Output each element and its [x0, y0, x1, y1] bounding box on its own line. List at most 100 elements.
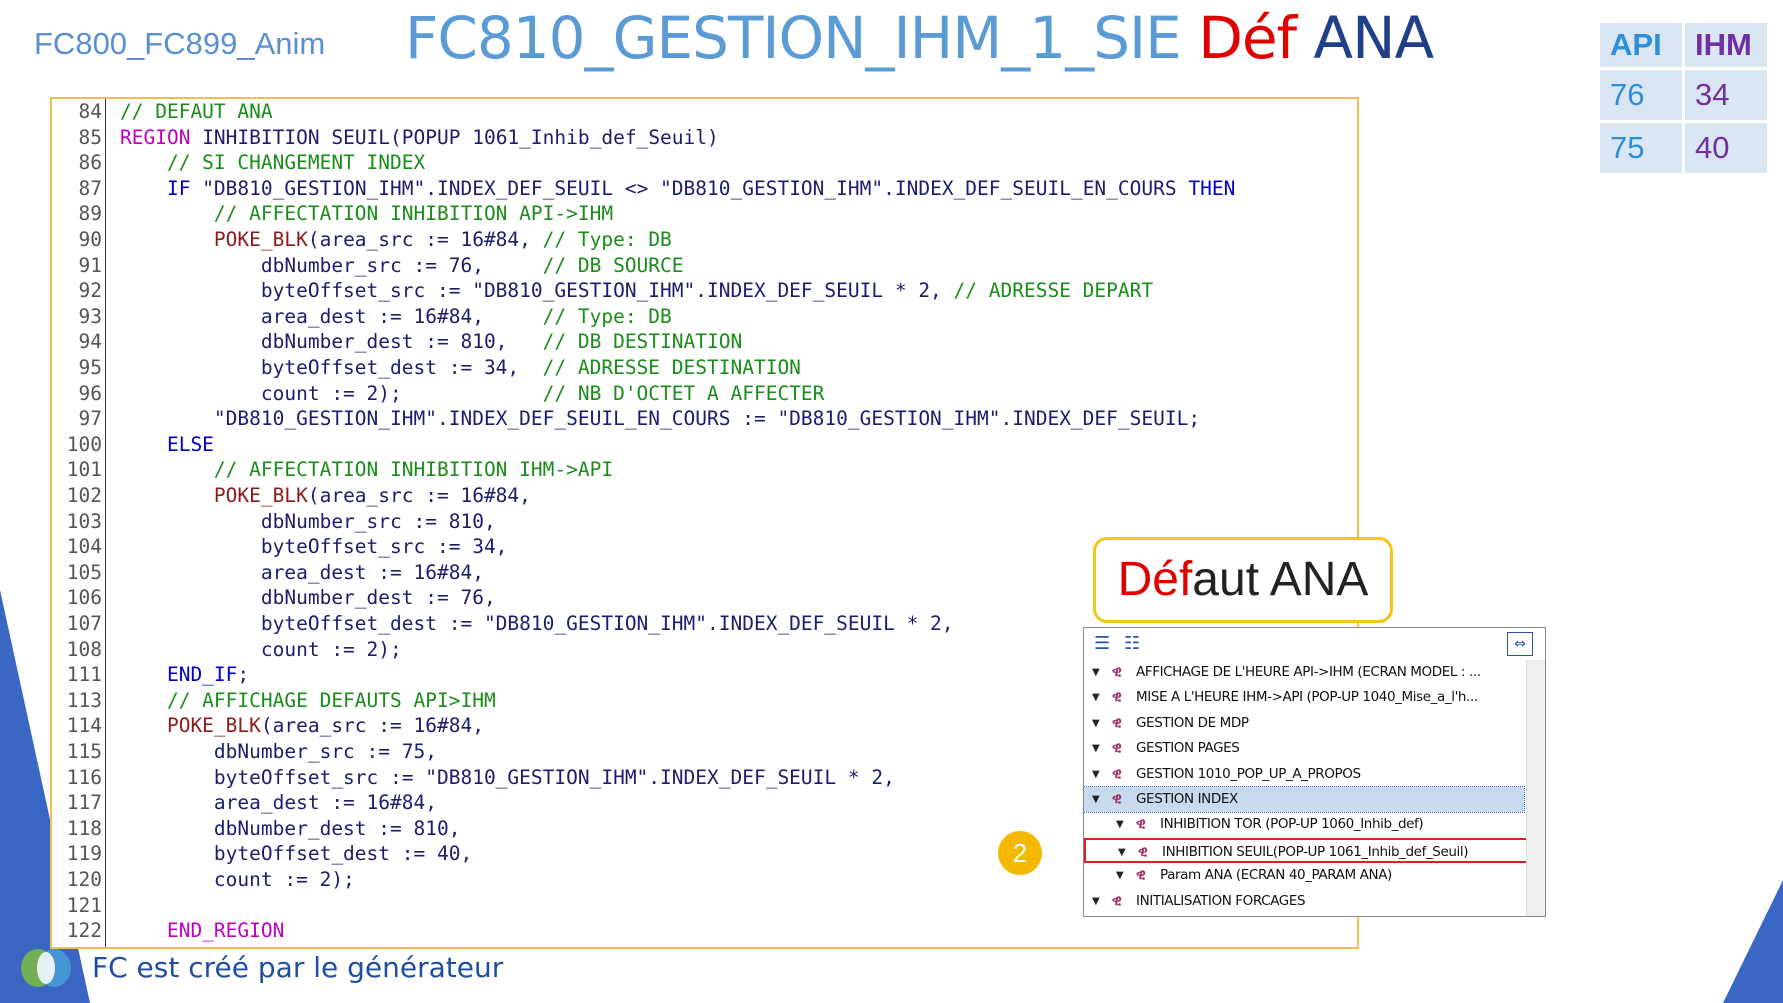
ihm-value: 34 — [1685, 70, 1767, 120]
api-ihm-table-header: API IHM — [1600, 23, 1767, 67]
code-text: POKE_BLK(area_src := 16#84, — [120, 483, 531, 509]
expand-arrow-icon[interactable]: ▼ — [1118, 846, 1126, 858]
code-token: dbNumber_dest := 76, — [120, 586, 496, 610]
api-value: 76 — [1600, 70, 1682, 120]
collapse-all-icon[interactable]: ☷ — [1124, 633, 1141, 654]
code-text: area_dest := 16#84, — [120, 560, 484, 586]
api-header: API — [1600, 23, 1682, 67]
code-text: dbNumber_src := 810, — [120, 509, 496, 535]
code-token: END_IF — [120, 663, 238, 687]
code-text: POKE_BLK(area_src := 16#84, — [120, 713, 484, 739]
line-number: 100 — [66, 432, 102, 456]
expand-arrow-icon[interactable]: ▼ — [1092, 717, 1100, 729]
expand-all-icon[interactable]: ☰ — [1094, 633, 1111, 654]
line-number: 92 — [78, 279, 102, 303]
line-number: 86 — [78, 151, 102, 175]
ihm-value: 40 — [1685, 123, 1767, 173]
code-text: ELSE — [120, 432, 214, 458]
code-text: byteOffset_dest := 40, — [120, 841, 472, 867]
code-text: dbNumber_dest := 810, — [120, 816, 461, 842]
code-token: area_dest := 16#84, — [120, 304, 543, 328]
footer-caption: FC est créé par le générateur — [92, 951, 504, 984]
region-icon: ዊ — [1112, 892, 1122, 909]
code-token: POKE_BLK — [120, 484, 308, 507]
code-token: THEN — [1188, 176, 1236, 200]
code-token: // Type: DB — [542, 304, 672, 328]
code-text: dbNumber_dest := 810, // DB DESTINATION — [120, 329, 742, 355]
expand-arrow-icon[interactable]: ▼ — [1116, 819, 1124, 831]
expand-arrow-icon[interactable]: ▼ — [1092, 692, 1100, 704]
tree-item-label: MISE A L'HEURE IHM->API (POP-UP 1040_Mis… — [1136, 689, 1478, 706]
api-ihm-table: API IHM 76 34 75 40 — [1597, 20, 1770, 176]
title-block-name: FC810_GESTION_IHM_1_SIE — [405, 4, 1182, 72]
expand-arrow-icon[interactable]: ▼ — [1092, 794, 1100, 805]
tree-item[interactable]: ▼ ዊ MISE A L'HEURE IHM->API (POP-UP 1040_M… — [1084, 685, 1524, 710]
defaut-ana-callout: Défaut ANA — [1093, 537, 1393, 623]
line-number: 121 — [66, 893, 102, 917]
table-row: 75 40 — [1600, 123, 1767, 173]
code-token: END_REGION — [120, 919, 285, 943]
line-number: 118 — [66, 816, 102, 840]
region-icon: ዊ — [1136, 867, 1146, 884]
code-token: // Type: DB — [542, 228, 672, 251]
generator-logo — [21, 949, 71, 987]
line-number: 116 — [66, 765, 102, 789]
region-icon: ዊ — [1112, 689, 1122, 706]
code-token: dbNumber_dest := 810, — [120, 816, 461, 840]
expand-arrow-icon[interactable]: ▼ — [1092, 895, 1100, 907]
sync-icon[interactable]: ⇔ — [1507, 632, 1533, 656]
tree-scrollbar[interactable] — [1526, 660, 1545, 916]
code-text: dbNumber_src := 75, — [120, 739, 437, 765]
code-token: (area_src := 16#84, — [307, 228, 543, 251]
line-number: 84 — [78, 100, 102, 123]
line-number: 120 — [66, 868, 102, 891]
code-token: POKE_BLK — [120, 228, 308, 251]
line-number: 111 — [66, 663, 102, 687]
tree-item-label: GESTION 1010_POP_UP_A_PROPOS — [1136, 765, 1361, 782]
expand-arrow-icon[interactable]: ▼ — [1092, 768, 1100, 780]
line-number: 108 — [66, 637, 102, 661]
code-text: byteOffset_dest := 34, // ADRESSE DESTIN… — [120, 355, 801, 381]
tree-item-label: GESTION DE MDP — [1136, 714, 1249, 731]
code-token: (area_src := 16#84, — [307, 484, 531, 507]
tree-toolbar: ☰ ☷ ⇔ — [1084, 628, 1545, 660]
line-number: 90 — [78, 228, 102, 251]
tree-item-label: GESTION PAGES — [1136, 740, 1240, 757]
code-text: // AFFECTATION INHIBITION IHM->API — [120, 457, 613, 483]
code-text: byteOffset_dest := "DB810_GESTION_IHM".I… — [120, 611, 954, 637]
code-token: byteOffset_src := "DB810_GESTION_IHM".IN… — [120, 765, 895, 789]
line-number: 105 — [66, 560, 102, 584]
expand-arrow-icon[interactable]: ▼ — [1092, 667, 1100, 678]
line-number: 106 — [66, 586, 102, 610]
line-number: 93 — [78, 304, 102, 328]
region-icon: ዊ — [1138, 843, 1148, 860]
code-text: // AFFECTATION INHIBITION API->IHM — [120, 201, 613, 227]
line-number: 122 — [66, 919, 102, 943]
code-token: REGION — [120, 125, 191, 149]
code-token: dbNumber_dest := 810, — [120, 330, 543, 354]
expand-arrow-icon[interactable]: ▼ — [1116, 870, 1124, 882]
expand-arrow-icon[interactable]: ▼ — [1092, 743, 1100, 755]
code-text: count := 2); — [120, 637, 402, 663]
code-token: dbNumber_src := 810, — [120, 509, 496, 533]
code-text: count := 2); // NB D'OCTET A AFFECTER — [120, 381, 825, 407]
code-text: count := 2); — [120, 867, 355, 893]
code-text: POKE_BLK(area_src := 16#84, // Type: DB — [120, 227, 672, 253]
region-icon: ዊ — [1136, 816, 1146, 833]
decorative-triangle-right — [1723, 880, 1783, 1003]
code-token: (area_src := 16#84, — [260, 714, 484, 738]
code-text: // DEFAUT ANA — [120, 99, 273, 125]
code-token: byteOffset_dest := 34, — [120, 356, 543, 379]
page-title: FC810_GESTION_IHM_1_SIE Déf ANA — [405, 4, 1434, 72]
